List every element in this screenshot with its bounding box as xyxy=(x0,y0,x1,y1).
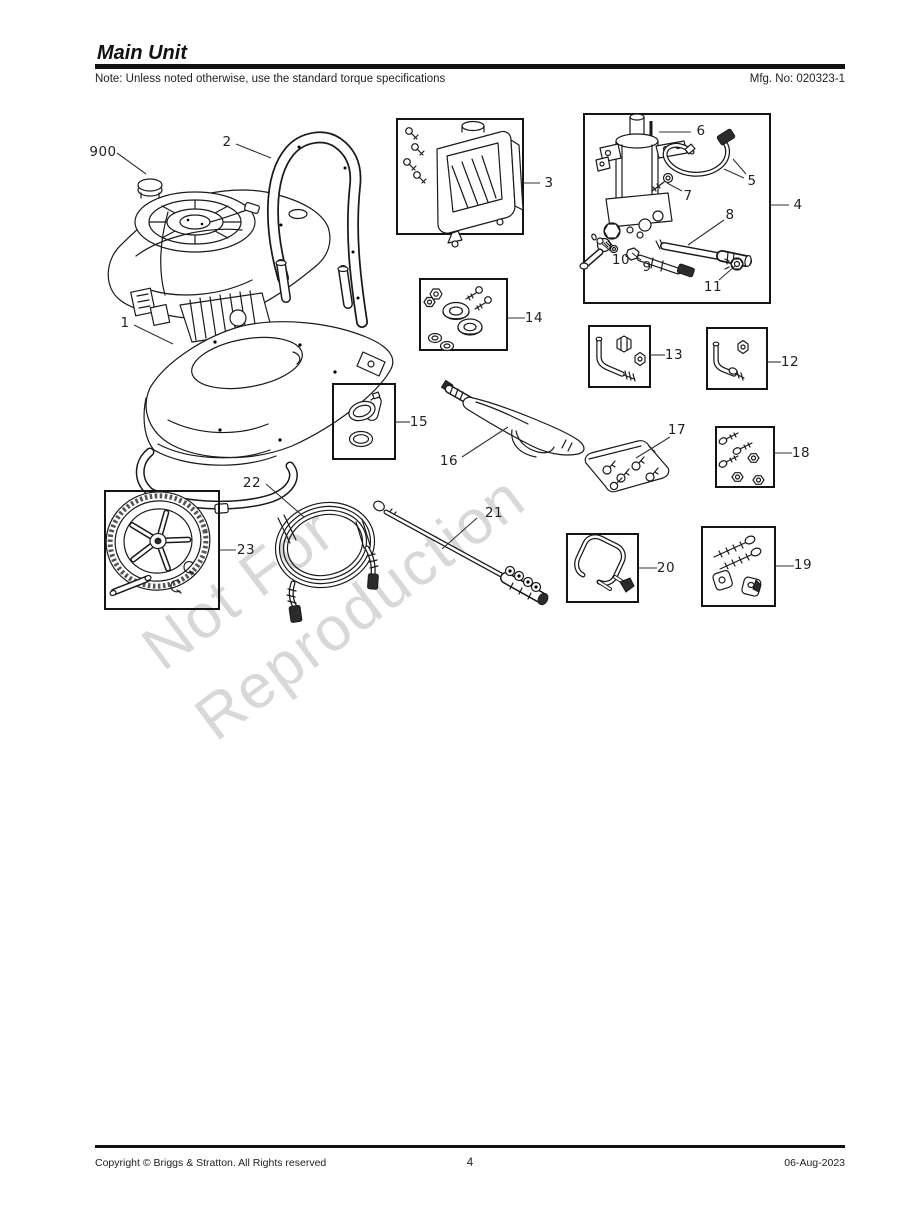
parts-10-drawing xyxy=(591,233,619,254)
header-rule xyxy=(95,64,845,69)
bolt-7-drawing xyxy=(651,172,674,192)
copyright-text: Copyright © Briggs & Stratton. All Right… xyxy=(95,1157,327,1169)
mfg-number: Mfg. No: 020323-1 xyxy=(749,73,845,85)
callout-15: 15 xyxy=(410,414,428,430)
lance-drawing xyxy=(373,500,549,606)
callout-20: 20 xyxy=(657,560,675,576)
pump-box-drawing xyxy=(579,113,771,304)
hardware-19-box-drawing xyxy=(701,526,776,607)
callout-10: 10 xyxy=(612,252,630,268)
callout-21: 21 xyxy=(485,505,503,521)
callout-line-9 xyxy=(631,252,642,261)
callout-line-2 xyxy=(235,143,272,159)
callout-17: 17 xyxy=(668,422,686,438)
torque-note: Note: Unless noted otherwise, use the st… xyxy=(95,73,446,85)
callout-line-22 xyxy=(265,483,305,518)
callout-line-11 xyxy=(718,265,736,281)
callout-12: 12 xyxy=(781,354,799,370)
callout-6: 6 xyxy=(696,123,705,139)
footer-row: Copyright © Briggs & Stratton. All Right… xyxy=(95,1157,845,1169)
callout-13: 13 xyxy=(665,347,683,363)
page-number: 4 xyxy=(466,1157,474,1169)
callout-14: 14 xyxy=(525,310,543,326)
hose-5-drawing xyxy=(662,128,736,177)
callout-7: 7 xyxy=(683,188,692,204)
callout-2: 2 xyxy=(222,134,231,150)
header-row: Note: Unless noted otherwise, use the st… xyxy=(95,73,845,85)
nozzle-bag-drawing xyxy=(584,440,670,493)
callout-18: 18 xyxy=(792,445,810,461)
footer-rule xyxy=(95,1145,845,1148)
callout-16: 16 xyxy=(440,453,458,469)
fitting-11-drawing xyxy=(724,257,744,271)
callout-23: 23 xyxy=(237,542,255,558)
callout-line-5 xyxy=(732,158,747,175)
callout-3: 3 xyxy=(544,175,553,191)
isolator-box-drawing xyxy=(419,278,508,352)
callout-22: 22 xyxy=(243,475,261,491)
hardware-18-box-drawing xyxy=(715,426,775,488)
callout-line-1 xyxy=(133,324,174,345)
tube-12-box-drawing xyxy=(706,327,768,390)
callout-19: 19 xyxy=(794,557,812,573)
callout-900: 900 xyxy=(89,144,116,160)
tube-13-box-drawing xyxy=(588,325,651,388)
gun-drawing xyxy=(440,379,585,458)
callout-line-21 xyxy=(441,517,478,550)
callout-4: 4 xyxy=(793,197,802,213)
nozzles xyxy=(602,456,659,491)
callout-1: 1 xyxy=(120,315,129,331)
callout-5: 5 xyxy=(747,173,756,189)
wheel-box-drawing xyxy=(104,490,220,610)
footer-date: 06-Aug-2023 xyxy=(784,1157,845,1169)
handle-drawing xyxy=(267,131,368,328)
callout-line-900 xyxy=(116,152,147,175)
frame-drawing xyxy=(135,259,394,514)
holder-box-drawing xyxy=(566,533,639,603)
callout-line-7 xyxy=(666,182,683,192)
leader-lines xyxy=(116,131,794,569)
callout-line-8 xyxy=(687,219,725,246)
hose-drawing xyxy=(274,501,379,623)
callout-line-17 xyxy=(635,436,671,459)
callout-8: 8 xyxy=(725,207,734,223)
page-title: Main Unit xyxy=(97,42,187,64)
tank-box-drawing xyxy=(396,118,524,248)
engine-drawing xyxy=(107,178,331,343)
callout-line-10 xyxy=(600,242,614,254)
tube-9-drawing xyxy=(625,247,695,278)
callout-9: 9 xyxy=(642,259,651,275)
tank-screws xyxy=(403,127,427,184)
callout-11: 11 xyxy=(704,279,722,295)
callout-line-16 xyxy=(461,426,509,458)
callout-line-5 xyxy=(723,168,745,179)
